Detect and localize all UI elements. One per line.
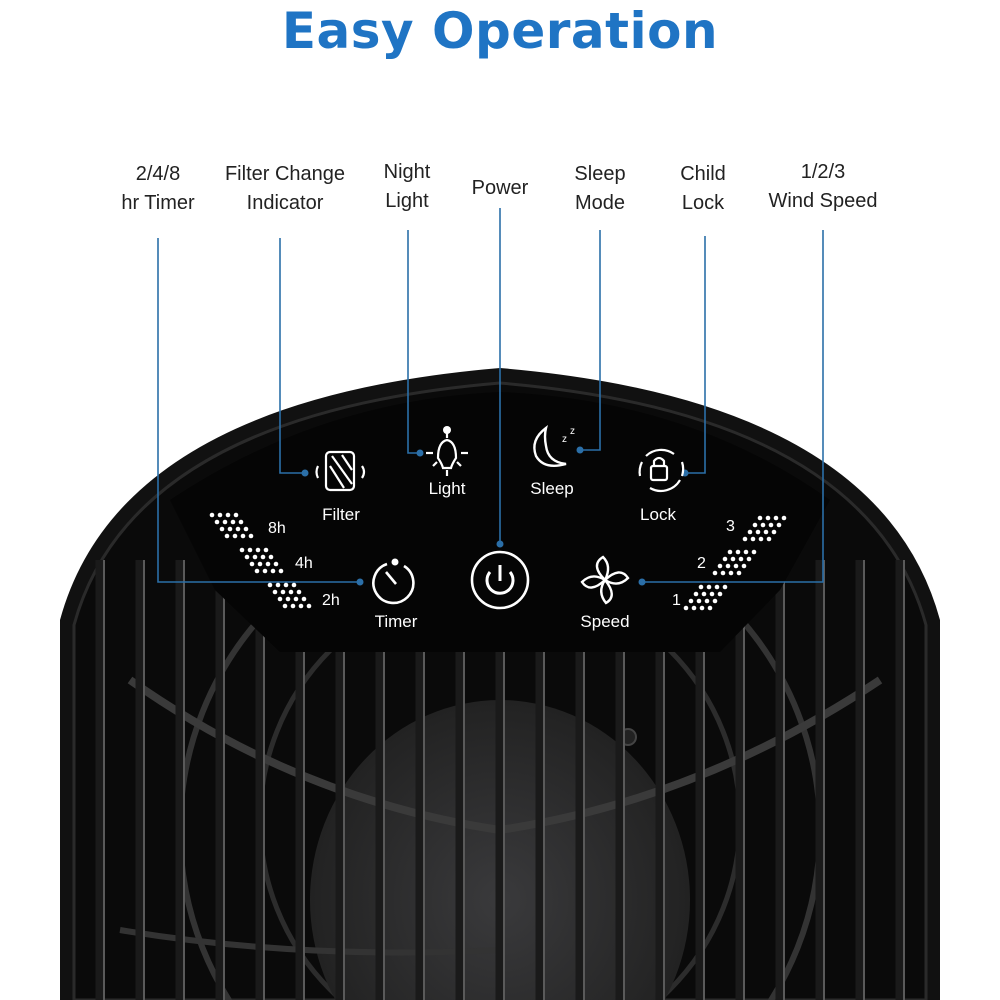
timer-level-8h: 8h	[268, 520, 286, 537]
light-bulb-icon	[426, 432, 468, 476]
speed-level-3: 3	[726, 518, 735, 535]
timer-level-2h: 2h	[322, 592, 340, 609]
timer-button-label[interactable]: Timer	[374, 612, 418, 631]
timer-icon	[372, 562, 415, 605]
light-button-label[interactable]: Light	[428, 479, 466, 498]
lock-button-label[interactable]: Lock	[640, 505, 676, 524]
timer-level-4h: 4h	[295, 555, 313, 572]
filter-icon	[315, 450, 366, 492]
speed-level-1: 1	[672, 592, 681, 609]
speed-button-label[interactable]: Speed	[580, 612, 630, 631]
speed-level-2: 2	[697, 555, 706, 572]
page-title: Easy Operation	[281, 2, 719, 60]
timer-level-dots	[209, 512, 312, 609]
lock-icon	[638, 448, 685, 493]
filter-button-label[interactable]: Filter	[322, 505, 360, 524]
sleep-button-label[interactable]: Sleep	[530, 479, 574, 498]
svg-text:z: z	[562, 434, 567, 445]
callout-power: Power	[471, 177, 529, 199]
fan-speed-icon	[580, 555, 630, 605]
speed-level-dots	[683, 515, 787, 611]
sleep-moon-icon: z z	[533, 425, 575, 467]
svg-text:z: z	[570, 426, 575, 437]
power-button[interactable]	[470, 550, 530, 610]
